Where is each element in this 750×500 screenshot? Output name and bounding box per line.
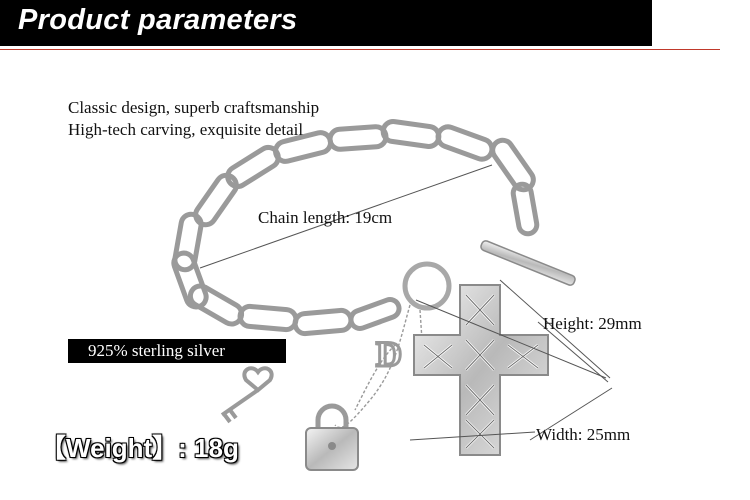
toggle-ring: [402, 261, 452, 311]
height-label: Height: 29mm: [543, 314, 642, 333]
header-bar: Product parameters: [0, 0, 652, 46]
material-label: 925% sterling silver: [88, 341, 225, 360]
description-line-2: High-tech carving, exquisite detail: [68, 120, 304, 139]
description-line-1: Classic design, superb craftsmanship: [68, 98, 320, 117]
page-title: Product parameters: [18, 4, 298, 36]
annotation-lines: [199, 164, 613, 441]
chain-length-label: Chain length: 19cm: [258, 208, 393, 227]
padlock-charm: [305, 403, 359, 471]
key-charm: [220, 366, 274, 424]
toggle-bar: [480, 240, 576, 286]
header-divider: [0, 49, 720, 50]
material-badge: 925% sterling silver: [68, 339, 286, 363]
chain-links: [171, 118, 540, 337]
width-label: Width: 25mm: [536, 425, 631, 444]
letter-d-charm: D: [376, 334, 402, 374]
weight-label: 【Weight】: 18g: [40, 433, 239, 463]
description-block: Classic design, superb craftsmanship Hig…: [68, 97, 319, 141]
cross-pendant: [413, 284, 549, 456]
